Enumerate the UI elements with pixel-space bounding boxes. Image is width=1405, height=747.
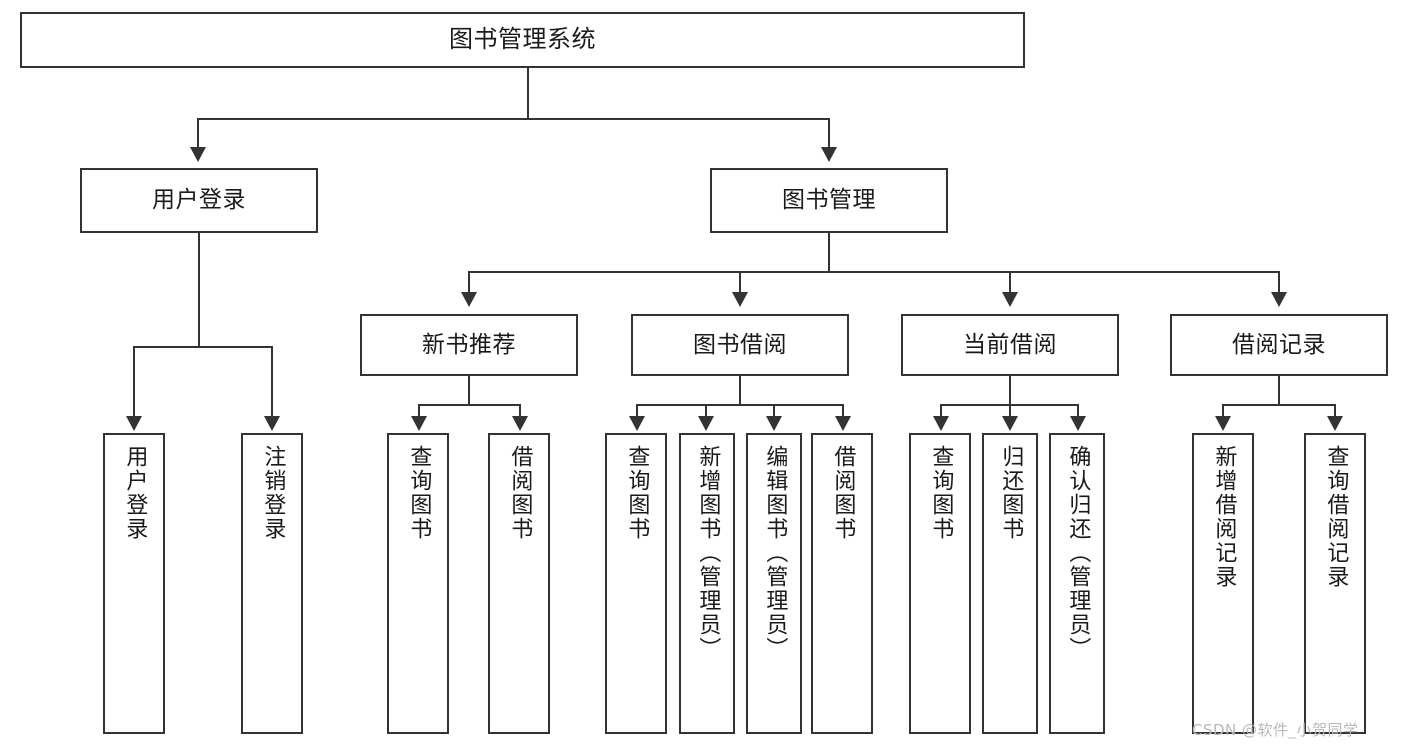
- leaf-rec-add-record-label: 新增借阅记录: [1211, 445, 1237, 589]
- arrowhead-new-book-rec-leaf2: [512, 416, 528, 431]
- connector-root-bus: [197, 118, 829, 120]
- connector-root-stem: [527, 68, 529, 120]
- leaf-cur-confirm-return-label: 确认归还（管理员）: [1065, 445, 1091, 661]
- connector-new-book-rec-stem: [468, 376, 470, 406]
- connector-borrow-record-leaf2: [1334, 404, 1336, 418]
- connector-user-login-to-leaf2: [271, 346, 273, 418]
- connector-book-borrow-leaf4: [842, 404, 844, 418]
- connector-user-login-bus: [133, 346, 272, 348]
- leaf-cur-return-book[interactable]: 归还图书: [982, 433, 1038, 734]
- node-new-book-rec-label: 新书推荐: [422, 331, 516, 358]
- connector-new-book-rec-leaf1: [418, 404, 420, 418]
- arrowhead-borrow-record-leaf2: [1327, 416, 1343, 431]
- connector-book-borrow-stem: [739, 376, 741, 406]
- leaf-borrow-borrow-book-label: 借阅图书: [830, 445, 856, 541]
- connector-borrow-record-leaf1: [1222, 404, 1224, 418]
- leaf-borrow-query-book-label: 查询图书: [624, 445, 650, 541]
- leaf-cur-return-book-label: 归还图书: [998, 445, 1024, 541]
- arrowhead-user-login-leaf1: [126, 416, 142, 431]
- node-book-borrow[interactable]: 图书借阅: [631, 314, 849, 376]
- leaf-cur-query-book-label: 查询图书: [928, 445, 954, 541]
- node-borrow-record-label: 借阅记录: [1232, 331, 1326, 358]
- node-user-login[interactable]: 用户登录: [80, 168, 318, 233]
- connector-book-manage-stem: [828, 233, 830, 273]
- node-book-manage-label: 图书管理: [782, 187, 876, 214]
- leaf-rec-borrow-book[interactable]: 借阅图书: [488, 433, 550, 734]
- arrowhead-current-borrow: [1002, 292, 1018, 307]
- leaf-rec-query-record-label: 查询借阅记录: [1323, 445, 1349, 589]
- node-book-manage[interactable]: 图书管理: [710, 168, 948, 233]
- leaf-user-login-label: 用户登录: [122, 445, 148, 541]
- leaf-logout[interactable]: 注销登录: [241, 433, 303, 734]
- arrowhead-current-borrow-leaf1: [933, 416, 949, 431]
- leaf-borrow-add-book-label: 新增图书（管理员）: [695, 445, 721, 661]
- leaf-borrow-edit-book[interactable]: 编辑图书（管理员）: [746, 433, 802, 734]
- arrowhead-current-borrow-leaf3: [1070, 416, 1086, 431]
- arrowhead-book-borrow-leaf3: [766, 416, 782, 431]
- arrowhead-root-to-user-login: [190, 147, 206, 162]
- connector-book-manage-to-new-book-rec: [468, 271, 470, 293]
- arrowhead-book-borrow-leaf1: [629, 416, 645, 431]
- connector-new-book-rec-leaf2: [519, 404, 521, 418]
- connector-book-manage-to-current-borrow: [1009, 271, 1011, 293]
- arrowhead-book-borrow-leaf4: [835, 416, 851, 431]
- leaf-borrow-edit-book-label: 编辑图书（管理员）: [762, 445, 788, 661]
- connector-new-book-rec-bus: [418, 404, 520, 406]
- connector-book-borrow-leaf3: [773, 404, 775, 418]
- connector-root-to-book-manage: [828, 118, 830, 148]
- arrowhead-current-borrow-leaf2: [1002, 416, 1018, 431]
- node-new-book-rec[interactable]: 新书推荐: [360, 314, 578, 376]
- leaf-logout-label: 注销登录: [260, 445, 286, 541]
- connector-current-borrow-leaf1: [940, 404, 942, 418]
- arrowhead-book-borrow-leaf2: [698, 416, 714, 431]
- node-root-label: 图书管理系统: [449, 25, 596, 54]
- leaf-rec-borrow-book-label: 借阅图书: [507, 445, 533, 541]
- connector-root-to-user-login: [197, 118, 199, 148]
- node-root[interactable]: 图书管理系统: [20, 12, 1025, 68]
- node-book-borrow-label: 图书借阅: [693, 331, 787, 358]
- connector-book-borrow-bus: [636, 404, 843, 406]
- connector-borrow-record-bus: [1222, 404, 1335, 406]
- arrowhead-book-borrow: [732, 292, 748, 307]
- connector-book-manage-to-book-borrow: [739, 271, 741, 293]
- connector-book-borrow-leaf1: [636, 404, 638, 418]
- arrowhead-new-book-rec-leaf1: [411, 416, 427, 431]
- leaf-borrow-borrow-book[interactable]: 借阅图书: [811, 433, 873, 734]
- leaf-rec-query-record[interactable]: 查询借阅记录: [1304, 433, 1366, 734]
- leaf-borrow-add-book[interactable]: 新增图书（管理员）: [679, 433, 735, 734]
- leaf-borrow-query-book[interactable]: 查询图书: [605, 433, 667, 734]
- connector-user-login-to-leaf1: [133, 346, 135, 418]
- connector-book-manage-to-borrow-record: [1278, 271, 1280, 293]
- node-current-borrow-label: 当前借阅: [963, 331, 1057, 358]
- node-borrow-record[interactable]: 借阅记录: [1170, 314, 1388, 376]
- connector-user-login-stem: [198, 233, 200, 348]
- arrowhead-user-login-leaf2: [264, 416, 280, 431]
- connector-current-borrow-leaf2: [1009, 404, 1011, 418]
- leaf-rec-query-book-label: 查询图书: [406, 445, 432, 541]
- leaf-cur-query-book[interactable]: 查询图书: [909, 433, 971, 734]
- arrowhead-borrow-record-leaf1: [1215, 416, 1231, 431]
- leaf-user-login[interactable]: 用户登录: [103, 433, 165, 734]
- arrowhead-borrow-record: [1271, 292, 1287, 307]
- leaf-rec-query-book[interactable]: 查询图书: [387, 433, 449, 734]
- connector-book-manage-bus: [468, 271, 1279, 273]
- arrowhead-root-to-book-manage: [821, 147, 837, 162]
- leaf-cur-confirm-return[interactable]: 确认归还（管理员）: [1049, 433, 1105, 734]
- connector-current-borrow-stem: [1009, 376, 1011, 406]
- arrowhead-new-book-rec: [461, 292, 477, 307]
- node-user-login-label: 用户登录: [152, 187, 246, 214]
- connector-current-borrow-leaf3: [1077, 404, 1079, 418]
- leaf-rec-add-record[interactable]: 新增借阅记录: [1192, 433, 1254, 734]
- connector-borrow-record-stem: [1278, 376, 1280, 406]
- connector-book-borrow-leaf2: [705, 404, 707, 418]
- node-current-borrow[interactable]: 当前借阅: [901, 314, 1119, 376]
